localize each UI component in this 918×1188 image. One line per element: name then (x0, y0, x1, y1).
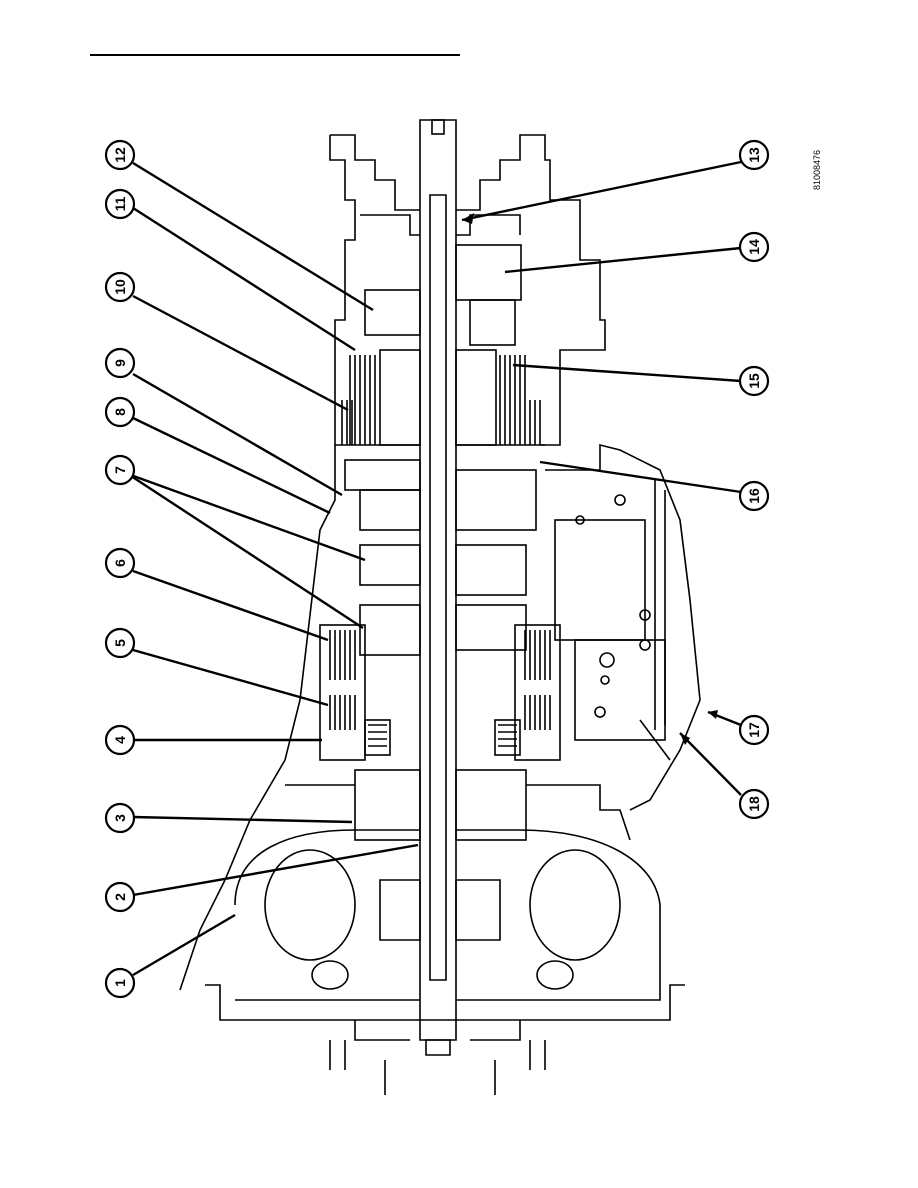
callout-7: 7 (112, 466, 128, 474)
rear-housing-inner (360, 215, 520, 235)
shaft-tip (432, 120, 444, 134)
converter-bolts (330, 1040, 545, 1095)
callout-18: 18 (746, 796, 762, 812)
converter-impeller-left (312, 961, 348, 989)
callout-9: 9 (112, 359, 128, 367)
overdrive-clutch-pack (342, 350, 540, 445)
callout-10: 10 (112, 279, 128, 295)
gear-upper-right-2 (470, 300, 515, 345)
valve-bolt-7 (595, 707, 605, 717)
planetary-7b (360, 605, 420, 655)
callout-2: 2 (112, 893, 128, 901)
valve-bolt-5 (600, 653, 614, 667)
callout-6: 6 (112, 559, 128, 567)
callout-8: 8 (112, 408, 128, 416)
planetary-gear-upper-left (365, 290, 420, 335)
shaft-end-nut (426, 1040, 450, 1055)
callout-14: 14 (746, 239, 762, 255)
callout-16: 16 (746, 488, 762, 504)
middle-housing (180, 445, 545, 990)
valve-bolt-6 (601, 676, 609, 684)
pump-housing (285, 785, 630, 840)
valve-body-block (555, 520, 645, 640)
valve-bolt-1 (615, 495, 625, 505)
converter-turbine-left (265, 850, 355, 960)
gear-set-right-mid (456, 470, 536, 530)
callout-5: 5 (112, 639, 128, 647)
arrow-heads (462, 213, 718, 745)
front-clutch-packs (320, 625, 560, 760)
converter-hub (380, 880, 500, 940)
callout-17: 17 (746, 722, 762, 738)
callout-3: 3 (112, 814, 128, 822)
valve-body-block-2 (575, 640, 665, 740)
gear-set-8 (360, 490, 420, 530)
callout-circles (106, 141, 768, 997)
converter-cover (205, 985, 685, 1040)
leader-lines (128, 162, 741, 975)
valve-bolt-4 (640, 640, 650, 650)
valve-body (545, 445, 700, 810)
input-shaft (420, 120, 456, 1040)
planetary-7 (360, 545, 420, 585)
callout-11: 11 (112, 196, 128, 211)
callout-12: 12 (112, 147, 128, 163)
gear-set-9 (345, 460, 420, 490)
callout-1: 1 (112, 979, 128, 987)
callout-4: 4 (112, 736, 128, 744)
callout-15: 15 (746, 373, 762, 389)
gear-right-lower-mid (456, 545, 526, 595)
converter-impeller-right (537, 961, 573, 989)
converter-turbine-right (530, 850, 620, 960)
callout-13: 13 (746, 147, 762, 163)
drawing (180, 120, 700, 1095)
